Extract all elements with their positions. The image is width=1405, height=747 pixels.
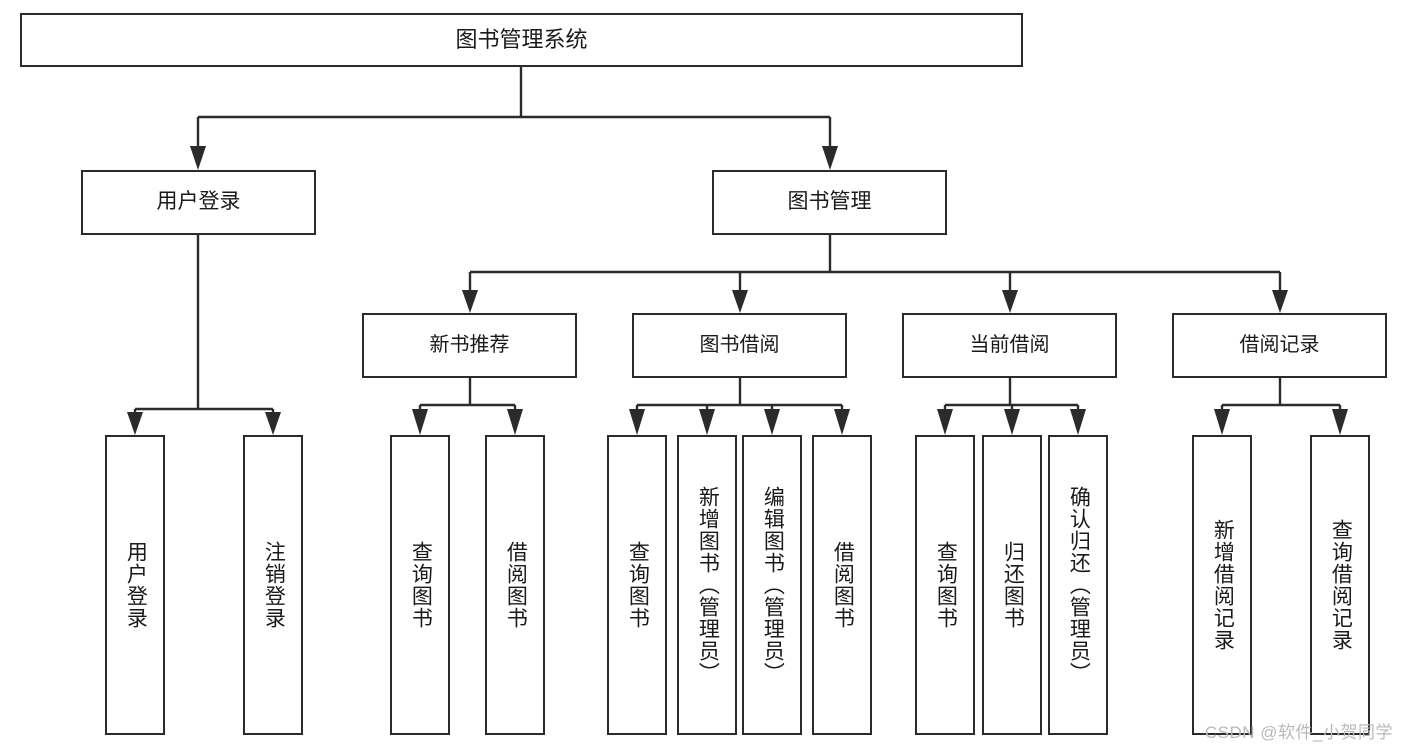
leaf-label: 查询图书 <box>409 541 433 629</box>
leaf-label: 新增图书（管理员） <box>696 486 720 684</box>
node-borrow-record-label: 借阅记录 <box>1239 333 1320 356</box>
leaf-label: 新增借阅记录 <box>1211 519 1235 651</box>
arrowhead-bookborrow-leaf4 <box>834 409 850 435</box>
node-book-borrow-label: 图书借阅 <box>699 333 780 356</box>
arrowhead-new-book <box>462 290 478 313</box>
leaf-current-borrow-3[interactable]: 确认归还（管理员） <box>1048 435 1108 735</box>
node-new-book-recommend-label: 新书推荐 <box>429 333 510 356</box>
leaf-book-borrow-1[interactable]: 查询图书 <box>607 435 667 735</box>
leaf-label: 注销登录 <box>262 541 286 629</box>
leaf-label: 查询图书 <box>626 541 650 629</box>
leaf-label: 编辑图书（管理员） <box>761 486 785 684</box>
node-root[interactable]: 图书管理系统 <box>20 13 1023 67</box>
arrowhead-currentborrow-leaf3 <box>1070 409 1086 435</box>
arrowhead-book-borrow <box>732 290 748 313</box>
arrowhead-borrowrecord-leaf2 <box>1332 409 1348 435</box>
leaf-label: 查询借阅记录 <box>1329 519 1353 651</box>
node-book-management[interactable]: 图书管理 <box>712 170 947 235</box>
node-borrow-record[interactable]: 借阅记录 <box>1172 313 1387 378</box>
arrowhead-userlogin-leaf1 <box>127 412 143 435</box>
node-user-login[interactable]: 用户登录 <box>81 170 316 235</box>
leaf-new-book-2[interactable]: 借阅图书 <box>485 435 545 735</box>
node-root-label: 图书管理系统 <box>455 27 588 53</box>
leaf-label: 归还图书 <box>1001 541 1025 629</box>
leaf-book-borrow-4[interactable]: 借阅图书 <box>812 435 872 735</box>
arrowhead-bookborrow-leaf2 <box>699 409 715 435</box>
arrowhead-user-login <box>190 146 206 170</box>
leaf-user-login-2[interactable]: 注销登录 <box>243 435 303 735</box>
arrowhead-bookborrow-leaf3 <box>764 409 780 435</box>
arrowhead-current-borrow <box>1002 290 1018 313</box>
leaf-user-login-1[interactable]: 用户登录 <box>105 435 165 735</box>
leaf-label: 确认归还（管理员） <box>1067 486 1091 684</box>
arrowhead-borrowrecord-leaf1 <box>1214 409 1230 435</box>
leaf-current-borrow-1[interactable]: 查询图书 <box>915 435 975 735</box>
arrowhead-userlogin-leaf2 <box>265 412 281 435</box>
leaf-new-book-1[interactable]: 查询图书 <box>390 435 450 735</box>
node-current-borrow[interactable]: 当前借阅 <box>902 313 1117 378</box>
node-user-login-label: 用户登录 <box>156 190 241 214</box>
node-current-borrow-label: 当前借阅 <box>969 333 1050 356</box>
node-book-borrow[interactable]: 图书借阅 <box>632 313 847 378</box>
leaf-book-borrow-2[interactable]: 新增图书（管理员） <box>677 435 737 735</box>
leaf-book-borrow-3[interactable]: 编辑图书（管理员） <box>742 435 802 735</box>
arrowhead-newbook-leaf1 <box>412 409 428 435</box>
arrowhead-currentborrow-leaf1 <box>937 409 953 435</box>
leaf-borrow-record-1[interactable]: 新增借阅记录 <box>1192 435 1252 735</box>
arrowhead-book-mgmt <box>822 146 838 170</box>
arrowhead-bookborrow-leaf1 <box>629 409 645 435</box>
leaf-label: 借阅图书 <box>504 541 528 629</box>
arrowhead-newbook-leaf2 <box>507 409 523 435</box>
leaf-label: 用户登录 <box>124 541 148 629</box>
leaf-label: 借阅图书 <box>831 541 855 629</box>
arrowhead-currentborrow-leaf2 <box>1004 409 1020 435</box>
arrowhead-borrow-record <box>1272 290 1288 313</box>
leaf-label: 查询图书 <box>934 541 958 629</box>
node-new-book-recommend[interactable]: 新书推荐 <box>362 313 577 378</box>
leaf-current-borrow-2[interactable]: 归还图书 <box>982 435 1042 735</box>
node-book-management-label: 图书管理 <box>787 190 872 214</box>
watermark: CSDN @软件_小贺同学 <box>1204 723 1393 742</box>
leaf-borrow-record-2[interactable]: 查询借阅记录 <box>1310 435 1370 735</box>
